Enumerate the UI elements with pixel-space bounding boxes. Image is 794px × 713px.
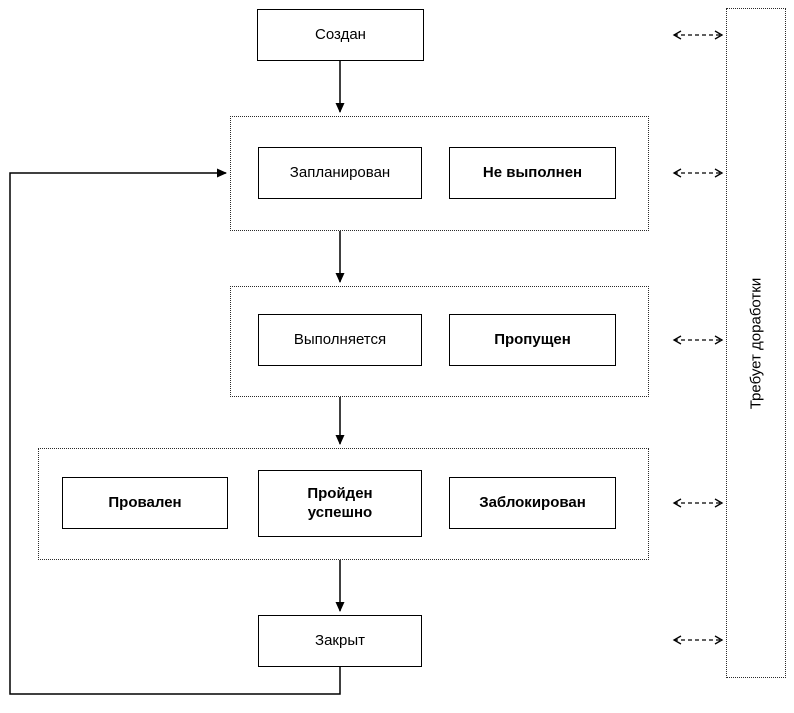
- node-not-executed-label: Не выполнен: [482, 163, 583, 181]
- node-passed-label: Пройден успешно: [307, 484, 373, 521]
- node-planned: Запланирован: [258, 147, 422, 199]
- group-result-states: [38, 448, 649, 560]
- node-failed: Провален: [62, 477, 228, 529]
- node-in-progress-label: Выполняется: [293, 330, 387, 348]
- rework-panel-label: Требует доработки: [747, 277, 765, 409]
- node-created: Создан: [257, 9, 424, 61]
- node-blocked: Заблокирован: [449, 477, 616, 529]
- node-not-executed: Не выполнен: [449, 147, 616, 199]
- rework-panel: Требует доработки: [726, 8, 786, 678]
- node-failed-label: Провален: [108, 493, 182, 511]
- group-executing-states: [230, 286, 649, 397]
- node-blocked-label: Заблокирован: [479, 493, 586, 511]
- node-created-label: Создан: [315, 25, 366, 43]
- node-skipped: Пропущен: [449, 314, 616, 366]
- node-planned-label: Запланирован: [289, 163, 391, 181]
- edge-closed-to-planned-feedback: [9, 168, 341, 695]
- group-planned-states: [230, 116, 649, 231]
- node-in-progress: Выполняется: [258, 314, 422, 366]
- node-closed-label: Закрыт: [315, 631, 365, 649]
- node-passed: Пройден успешно: [258, 470, 422, 537]
- node-skipped-label: Пропущен: [494, 330, 571, 348]
- node-closed: Закрыт: [258, 615, 422, 667]
